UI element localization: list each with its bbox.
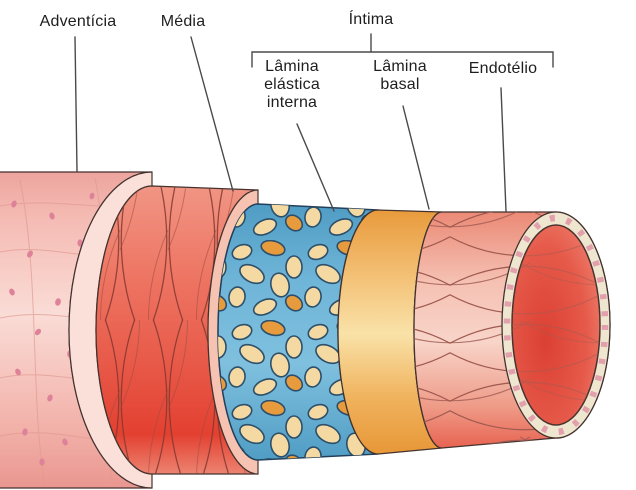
intima-bracket bbox=[251, 51, 554, 68]
media-leader-line bbox=[190, 36, 234, 192]
label-lamina-elastica-interna: Lâmina elástica interna bbox=[264, 58, 320, 112]
lumen-inner-wall-weave bbox=[512, 225, 600, 425]
endothelium-leader-line bbox=[500, 87, 507, 212]
elastic-lamina-leader-line bbox=[296, 123, 335, 212]
label-lamina-basal: Lâmina basal bbox=[373, 58, 427, 94]
label-endotelio: Endotélio bbox=[468, 60, 538, 77]
label-adventicia: Adventícia bbox=[39, 13, 117, 30]
adventitia-leader-line bbox=[74, 36, 78, 172]
endothelial-nuclei-ring bbox=[503, 214, 609, 436]
basal-lamina-leader-line bbox=[402, 105, 430, 210]
label-media: Média bbox=[160, 13, 206, 30]
label-intima: Íntima bbox=[348, 11, 394, 28]
